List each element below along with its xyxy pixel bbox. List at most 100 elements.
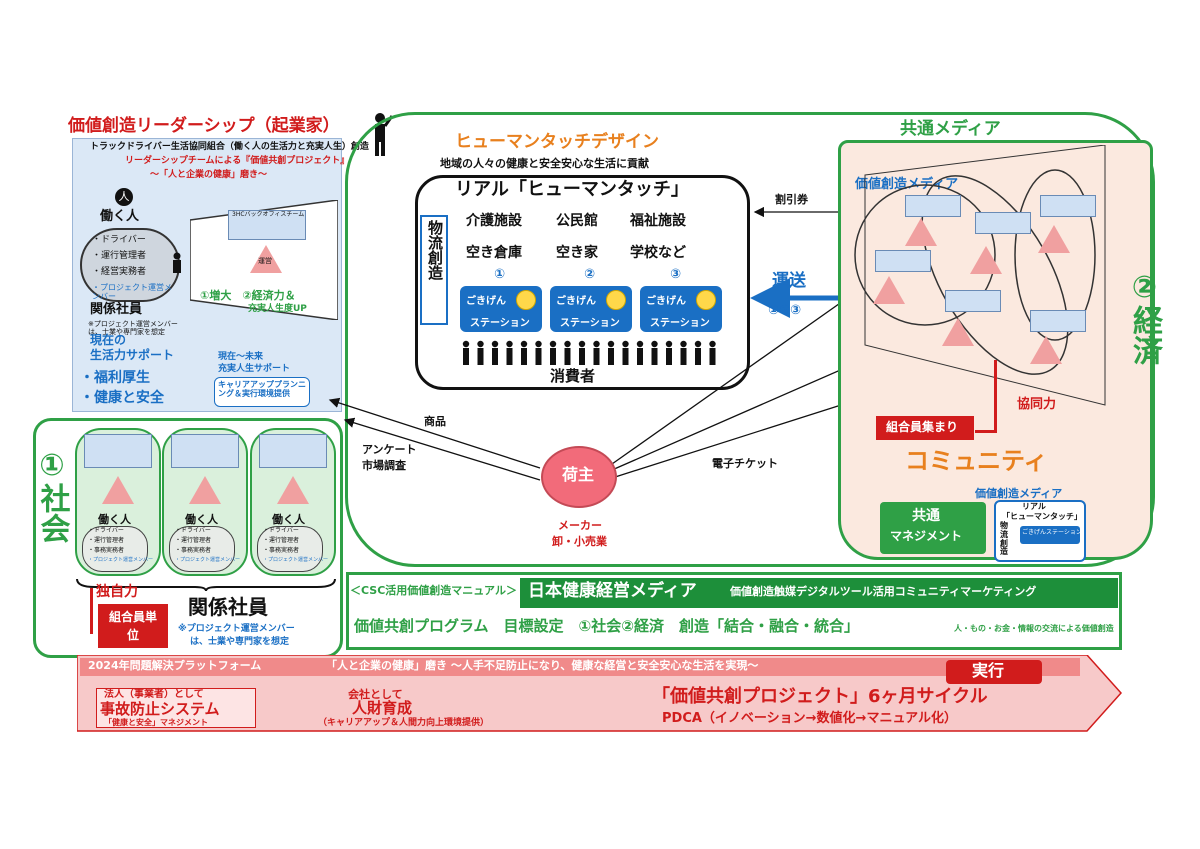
sr2-0: ・ドライバー <box>175 527 211 534</box>
sr1-2: ・事務実務者 <box>88 547 125 554</box>
manual-exchange: 人・もの・お金・情報の交流による価値創造 <box>954 624 1114 633</box>
society-label: ①社会 <box>34 448 70 543</box>
society-worker-3: 働く人 <box>272 513 305 526</box>
logistics-box <box>420 215 448 325</box>
real-mini-station <box>1020 526 1080 544</box>
station-card-2: ごきげんステーション <box>550 286 632 332</box>
transport-label: 運送 <box>772 271 806 291</box>
leader-role-1: ・運行管理者 <box>92 251 147 261</box>
sr2-2: ・事務実務者 <box>175 547 212 554</box>
manual-media: 日本健康経営メディア <box>528 581 697 601</box>
facility-2-0: 空き倉庫 <box>466 245 522 261</box>
logistics-label: 物流創造 <box>426 220 444 280</box>
society-tri-2 <box>189 476 221 504</box>
station-card-3: ごきげんステーション <box>640 286 722 332</box>
leader-role-3: ・プロジェクト運営メンバー <box>92 283 172 302</box>
leader-related: 関係社員 <box>90 302 143 317</box>
worker-avatar: 人 <box>115 188 133 206</box>
design-subtitle: 地域の人々の健康と安全安心な生活に貢献 <box>440 157 649 170</box>
shipper-sub1: メーカー <box>558 519 602 532</box>
station-num-0: ① <box>494 267 506 282</box>
design-outer <box>345 112 1155 567</box>
sr1-1: ・運行管理者 <box>88 537 125 544</box>
coop-bracket <box>994 360 997 432</box>
consumer-figure-icon <box>578 340 586 365</box>
manual-label: ＜CSC活用価値創造マニュアル＞ <box>350 584 517 597</box>
transport-nums: ①②③ <box>768 303 802 318</box>
consumers-icon <box>460 340 720 366</box>
leader-sub1: トラックドライバー生活協同組合（働く人の生活力と充実人生）創造 <box>90 142 369 152</box>
facility-1-2: 福祉施設 <box>630 213 686 229</box>
society-card-1 <box>84 434 152 468</box>
sr3-1: ・運行管理者 <box>263 537 300 544</box>
real-mini-b: 「ヒューマンタッチ」 <box>1002 512 1082 521</box>
mgmt-label2: マネジメント <box>890 529 963 543</box>
goods-label: 商品 <box>424 415 446 428</box>
consumer-figure-icon <box>636 340 644 365</box>
consumer-figure-icon <box>549 340 557 365</box>
facility-1-0: 介護施設 <box>466 213 522 229</box>
consumer-figure-icon <box>622 340 629 365</box>
consumer-figure-icon <box>709 340 716 365</box>
coop-label: 協同力 <box>1017 397 1057 412</box>
company-label1: 会社として <box>348 688 403 701</box>
execute-box <box>946 660 1042 684</box>
media-card-4 <box>875 250 931 272</box>
platform-slogan: 「人と企業の健康」磨き ～人手不足防止になり、健康な経営と安全安心な生活を実現～ <box>326 659 759 672</box>
smile-icon <box>516 290 536 310</box>
survey-label2: 市場調査 <box>362 459 406 472</box>
consumer-figure-icon <box>665 340 673 365</box>
sr1-0: ・ドライバー <box>88 527 124 534</box>
media-tri-4 <box>873 276 905 304</box>
sr2-3: ・プロジェクト運営メンバー <box>175 557 241 563</box>
corp-box <box>96 688 256 728</box>
mgmt-box <box>880 502 986 554</box>
media-card-1 <box>905 195 961 217</box>
benefit2: ・健康と安全 <box>80 390 164 406</box>
member-unit-label: 組合員単位 <box>108 610 157 642</box>
sr3-3: ・プロジェクト運営メンバー <box>263 557 329 563</box>
future2: 充実人生サポート <box>218 364 291 374</box>
society-related: 関係社員 <box>188 595 268 619</box>
independence-label: 独自力 <box>96 584 138 600</box>
society-related-note2: は、士業や専門家を想定 <box>190 637 290 647</box>
media-panel <box>838 140 1153 560</box>
leader-title: 価値創造リーダーシップ（起業家） <box>68 116 340 136</box>
society-roles-2 <box>169 526 235 572</box>
community-label: コミュニティ <box>905 447 1048 475</box>
society-worker-1: 働く人 <box>98 513 131 526</box>
pdca-label: PDCA（イノベーション→数値化→マニュアル化） <box>662 711 958 726</box>
leader-role-2: ・経営実務者 <box>92 267 147 277</box>
support-title2: 生活力サポート <box>90 348 175 362</box>
sr2-1: ・運行管理者 <box>175 537 212 544</box>
consumer-figure-icon <box>477 340 484 365</box>
media-tri-6 <box>1030 336 1062 364</box>
platform-title: 2024年問題解決プラットフォーム <box>88 659 262 672</box>
society-card-2 <box>171 434 239 468</box>
execute-label: 実行 <box>972 661 1005 680</box>
real-title: リアル「ヒューマンタッチ」 <box>455 179 689 200</box>
future1: 現在～未来 <box>218 352 264 362</box>
company-label3: （キャリアアップ＆人間力向上環境提供） <box>318 718 490 728</box>
corp-label2: 事故防止システム <box>100 700 220 718</box>
benefit1: ・福利厚生 <box>80 370 150 386</box>
leader-sub2: リーダーシップチームによる『価値共創プロジェクト』 <box>125 156 350 166</box>
society-tri-3 <box>277 476 309 504</box>
mgmt-label1: 共通 <box>912 508 940 524</box>
project-label: 「価値共創プロジェクト」6ヶ月サイクル <box>652 686 988 707</box>
station-card-1: ごきげんステーション <box>460 286 542 332</box>
shipper-circle <box>541 446 617 508</box>
shipper-sub2: 卸・小売業 <box>552 535 607 548</box>
media-tri-5 <box>942 318 974 346</box>
station-num-2: ③ <box>670 267 682 282</box>
consumer-figure-icon <box>506 340 513 365</box>
gathering-label: 組合員集まり <box>886 420 959 434</box>
consumer-figure-icon <box>564 340 571 365</box>
operation-label: 運営 <box>258 257 272 265</box>
presenter-icon <box>168 252 186 274</box>
media-economy: ②経済 <box>1127 270 1162 365</box>
leader-role-0: ・ドライバー <box>92 235 146 245</box>
consumer-figure-icon <box>593 340 600 365</box>
consumer-figure-icon <box>462 340 470 365</box>
consumer-figure-icon <box>491 340 499 365</box>
